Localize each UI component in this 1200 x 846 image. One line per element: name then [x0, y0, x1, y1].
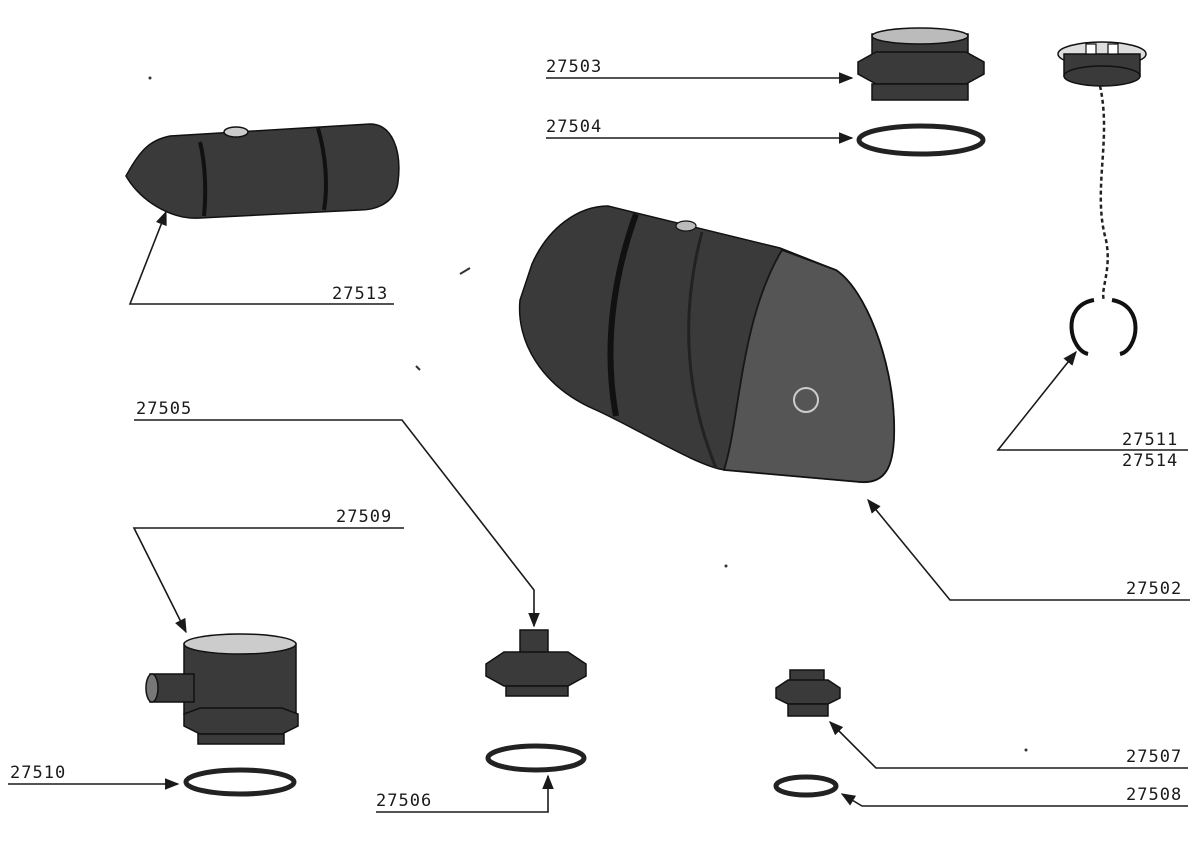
label-27502: 27502	[1126, 579, 1182, 599]
label-27509: 27509	[336, 507, 392, 527]
leader-27508	[840, 793, 1188, 807]
label-27511: 27511	[1122, 430, 1178, 450]
union-fitting-part	[485, 629, 587, 697]
leader-27506	[376, 774, 554, 813]
main-fuel-tank-part	[518, 205, 896, 483]
label-27504: 27504	[546, 117, 602, 137]
filler-cap-with-chain-part	[1057, 41, 1147, 356]
union-gasket-part	[485, 743, 587, 773]
label-27513: 27513	[332, 284, 388, 304]
filler-neck-part	[857, 27, 985, 101]
label-27505: 27505	[136, 399, 192, 419]
label-27508: 27508	[1126, 785, 1182, 805]
print-specks	[148, 76, 1028, 752]
filler-gasket-part	[856, 123, 986, 157]
small-tank-part	[125, 123, 400, 219]
leader-27509	[132, 527, 404, 634]
leader-27505	[134, 419, 540, 628]
small-gasket-part	[773, 774, 839, 798]
leader-27507	[828, 720, 1188, 769]
tap-gasket-part	[183, 767, 297, 797]
leader-27502	[867, 498, 1190, 601]
label-27503: 27503	[546, 57, 602, 77]
label-27506: 27506	[376, 791, 432, 811]
leader-27513	[128, 210, 394, 305]
label-27510: 27510	[10, 763, 66, 783]
leader-27511	[996, 350, 1188, 451]
label-27507: 27507	[1126, 747, 1182, 767]
small-union-part	[775, 669, 841, 717]
tap-body-part	[145, 633, 299, 745]
label-27514: 27514	[1122, 451, 1178, 471]
